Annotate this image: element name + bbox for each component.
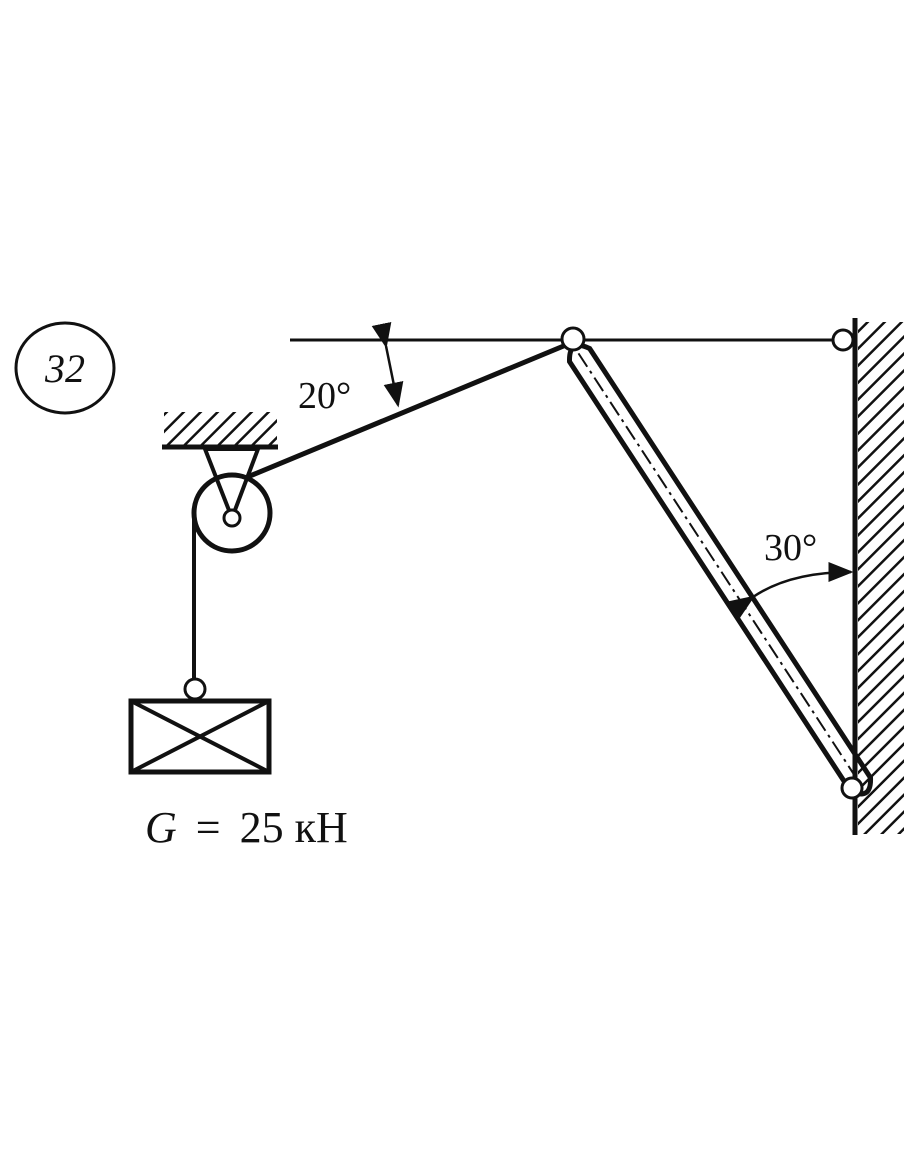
problem-number: 32 (44, 346, 85, 391)
joint-top (560, 326, 586, 352)
angle-marker-30: 30° (728, 527, 854, 618)
angle-label-30: 30° (764, 527, 817, 569)
problem-number-badge: 32 (14, 321, 116, 415)
wall (852, 318, 904, 835)
load-block (128, 677, 272, 775)
load-label: G = 25 кН (145, 803, 348, 852)
pulley (191, 472, 273, 554)
inclined-rope (244, 342, 567, 481)
strut (567, 342, 874, 797)
ceiling-support (162, 412, 278, 524)
joint-wall-bottom (840, 776, 864, 800)
joint-wall-top (831, 328, 855, 352)
angle-label-20: 20° (298, 375, 351, 417)
angle-marker-20: 20° (298, 321, 404, 417)
